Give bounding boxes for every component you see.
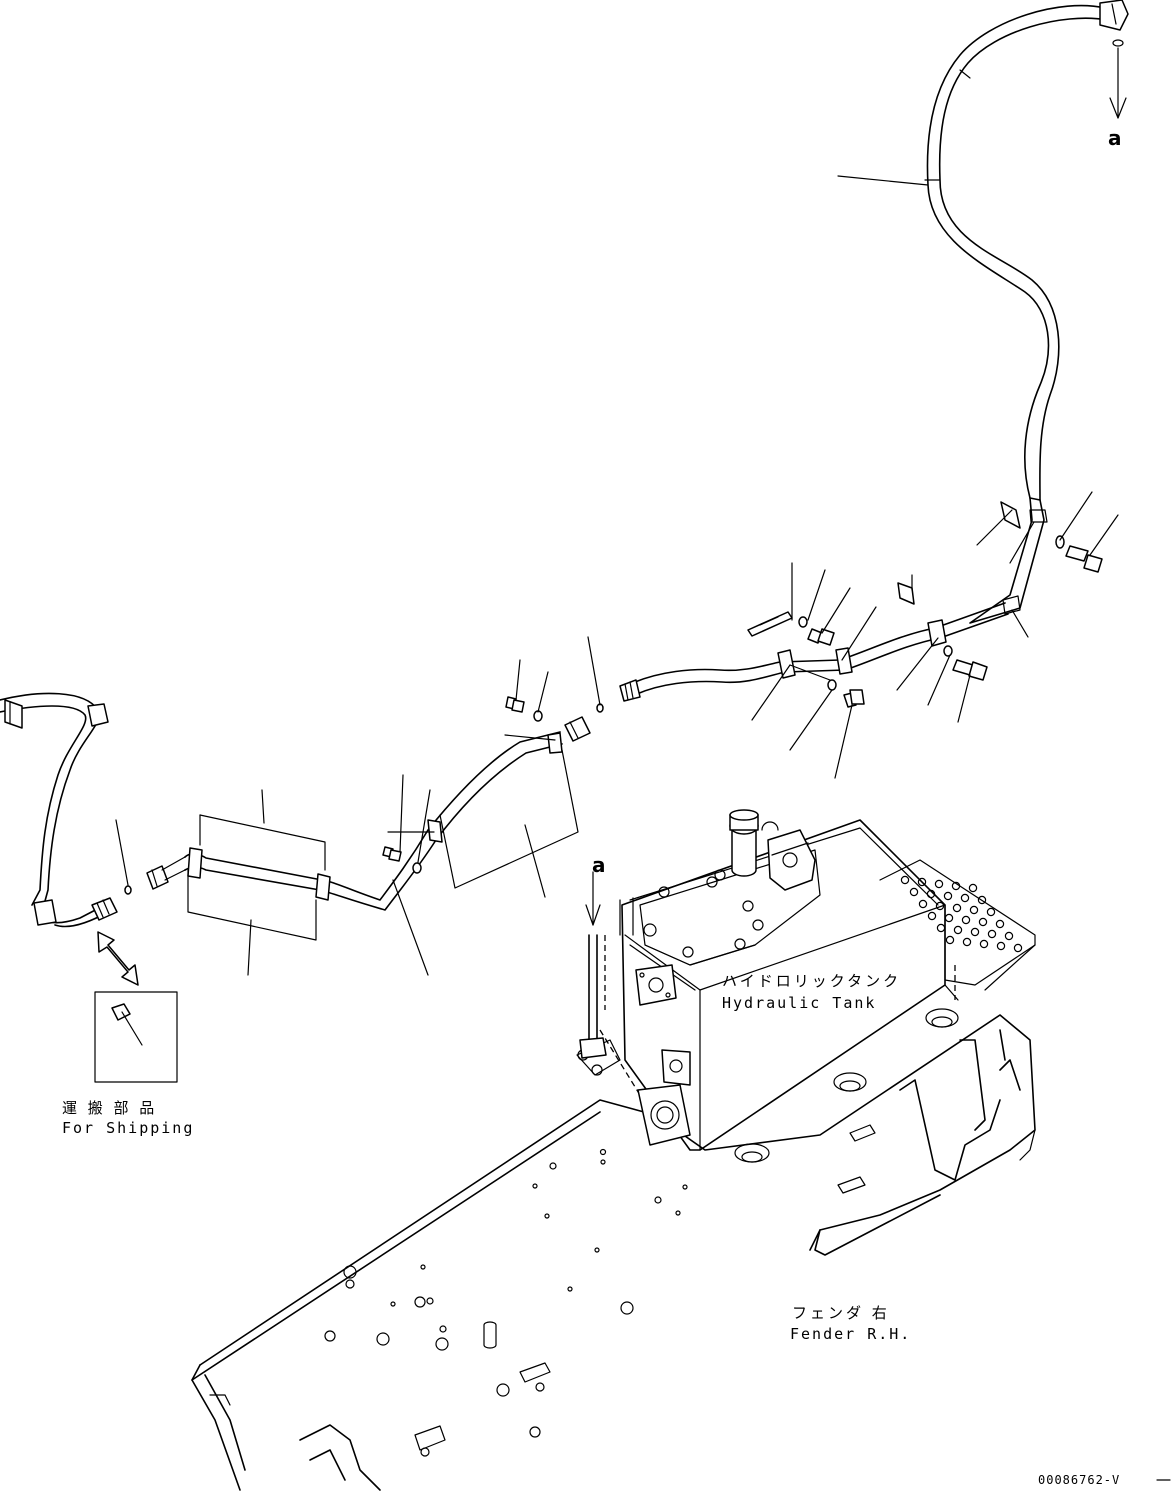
tank-feed-pipe bbox=[579, 934, 607, 1059]
hydraulic-tank bbox=[576, 809, 1036, 1151]
reference-letter-a-mid: a bbox=[592, 853, 606, 877]
step-plate-holes bbox=[900, 875, 1023, 953]
step-hole bbox=[936, 923, 946, 933]
shipping-double-arrow bbox=[97, 931, 139, 986]
reference-letter-a-top: a bbox=[1108, 126, 1122, 150]
hydraulic-tank-label-jp: ハイドロリックタンク bbox=[722, 972, 901, 990]
step-hole bbox=[900, 875, 910, 885]
fasteners bbox=[111, 501, 1103, 1021]
reference-arrow-top bbox=[1109, 47, 1127, 119]
step-hole bbox=[917, 877, 927, 887]
upper-hose bbox=[924, 0, 1129, 624]
for-shipping-label-jp: 運 搬 部 品 bbox=[62, 1099, 157, 1117]
step-hole bbox=[987, 929, 997, 939]
step-hole bbox=[979, 939, 989, 949]
for-shipping-label: For Shipping bbox=[62, 1119, 194, 1137]
step-hole bbox=[943, 891, 953, 901]
step-hole bbox=[1004, 931, 1014, 941]
step-hole bbox=[953, 925, 963, 935]
step-hole bbox=[944, 913, 954, 923]
step-hole bbox=[918, 899, 928, 909]
step-hole bbox=[977, 895, 987, 905]
step-hole bbox=[961, 915, 971, 925]
step-hole bbox=[978, 917, 988, 927]
step-hole bbox=[952, 903, 962, 913]
step-hole bbox=[935, 901, 945, 911]
step-hole bbox=[962, 937, 972, 947]
step-hole bbox=[945, 935, 955, 945]
fender-label: Fender R.H. bbox=[790, 1325, 911, 1343]
step-hole bbox=[960, 893, 970, 903]
step-hole bbox=[927, 911, 937, 921]
middle-tube bbox=[619, 602, 1009, 702]
step-hole bbox=[934, 879, 944, 889]
step-hole bbox=[968, 883, 978, 893]
step-hole bbox=[986, 907, 996, 917]
lower-left-hose bbox=[0, 692, 118, 928]
frame-holes bbox=[324, 1148, 688, 1457]
leader-lines bbox=[115, 175, 1119, 1046]
step-hole bbox=[926, 889, 936, 899]
shipping-part-box bbox=[94, 991, 178, 1083]
step-hole bbox=[1013, 943, 1023, 953]
lower-pipe bbox=[146, 716, 591, 911]
step-hole bbox=[970, 927, 980, 937]
drawing-number: 00086762-V bbox=[1038, 1473, 1120, 1487]
fender-frame bbox=[191, 1008, 1036, 1491]
hydraulic-tank-label: Hydraulic Tank bbox=[722, 994, 876, 1012]
reference-arrow-mid bbox=[585, 871, 601, 926]
step-hole bbox=[909, 887, 919, 897]
step-hole bbox=[951, 881, 961, 891]
step-hole bbox=[995, 919, 1005, 929]
fender-label-jp: フェンダ 右 bbox=[792, 1304, 890, 1322]
plates bbox=[187, 749, 579, 941]
step-hole bbox=[969, 905, 979, 915]
step-hole bbox=[996, 941, 1006, 951]
